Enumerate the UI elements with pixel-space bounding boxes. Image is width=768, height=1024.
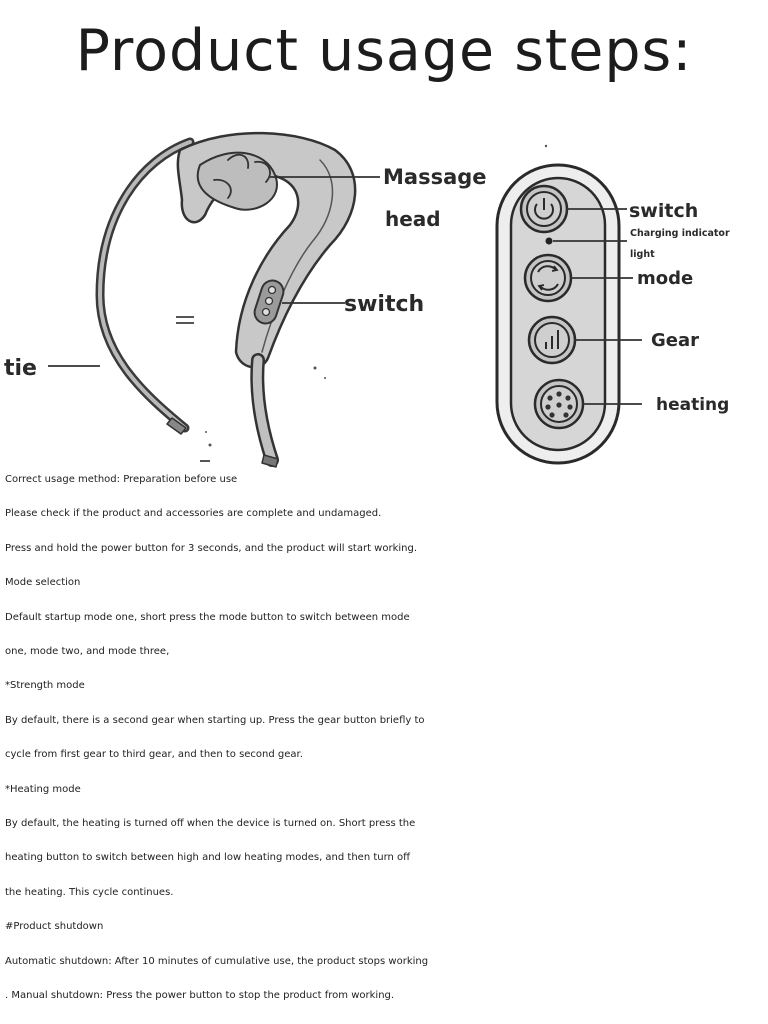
power-button-icon	[519, 184, 569, 234]
mode-label: mode	[637, 268, 693, 289]
instruction-line: the heating. This cycle continues.	[5, 886, 174, 898]
massager-callouts	[48, 176, 380, 367]
instruction-line: Automatic shutdown: After 10 minutes of …	[5, 955, 429, 967]
massage-head-label-line1: Massage	[383, 165, 487, 189]
section-heading-strength-mode: *Strength mode	[5, 680, 85, 692]
instruction-line: By default, the heating is turned off wh…	[5, 818, 416, 830]
tie-label: tie	[4, 356, 37, 381]
instruction-line: cycle from first gear to third gear, and…	[5, 749, 303, 761]
charging-indicator-label-line1: Charging indicator	[630, 228, 730, 239]
instruction-line: heating button to switch between high an…	[5, 852, 411, 864]
instruction-line: Please check if the product and accessor…	[5, 508, 382, 520]
instruction-line: Correct usage method: Preparation before…	[5, 474, 238, 485]
section-heading-mode-selection: Mode selection	[5, 577, 81, 589]
panel-switch-label: switch	[629, 200, 698, 222]
product-diagram: Massage head switch tie	[4, 131, 730, 468]
instruction-line: one, mode two, and mode three,	[5, 646, 170, 658]
massager-switch-label: switch	[344, 292, 424, 317]
usage-instructions: Correct usage method: Preparation before…	[5, 463, 768, 1014]
section-heading-product-shutdown: #Product shutdown	[5, 921, 104, 933]
panel-callouts	[553, 208, 642, 405]
instruction-line: Default startup mode one, short press th…	[5, 611, 410, 623]
instruction-line: . Manual shutdown: Press the power butto…	[5, 990, 395, 1002]
section-heading-heating-mode: *Heating mode	[5, 783, 81, 795]
massage-head-label-line2: head	[385, 207, 441, 231]
gear-label: Gear	[651, 330, 699, 351]
page-title: Product usage steps:	[75, 18, 693, 84]
heating-button-icon	[533, 378, 585, 430]
neck-massager-illustration	[95, 131, 357, 468]
mode-button-icon	[523, 253, 573, 303]
charging-indicator-light-icon	[545, 237, 553, 245]
heating-label: heating	[656, 395, 729, 415]
charging-indicator-label-line2: light	[630, 249, 655, 260]
gear-button-icon	[527, 315, 577, 365]
instruction-line: By default, there is a second gear when …	[5, 714, 425, 726]
instruction-line: Press and hold the power button for 3 se…	[5, 542, 418, 554]
control-panel-illustration	[495, 163, 621, 465]
